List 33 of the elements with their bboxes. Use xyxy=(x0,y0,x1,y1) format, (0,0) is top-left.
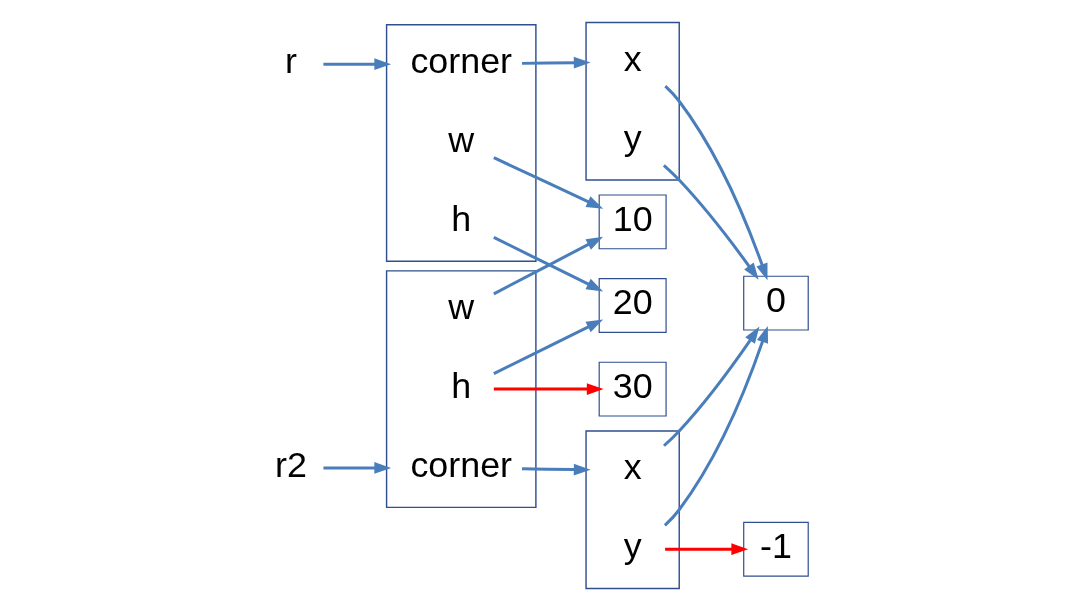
cluster xyxy=(385,270,537,509)
node-box: 20 xyxy=(598,278,667,333)
node-text: y xyxy=(623,117,642,158)
arrow xyxy=(663,325,768,527)
node-text: y xyxy=(623,526,642,567)
arrow xyxy=(493,383,604,395)
arrow xyxy=(664,543,748,556)
arrow xyxy=(322,462,391,474)
node-text: x xyxy=(623,447,642,488)
arrow xyxy=(322,58,391,71)
arrow xyxy=(662,326,759,447)
node-text: corner xyxy=(409,41,512,82)
node-box: 10 xyxy=(598,194,667,250)
node-box: 30 xyxy=(598,361,667,417)
node-text: r xyxy=(284,41,297,82)
node-text: h xyxy=(450,366,471,407)
node-text: r2 xyxy=(274,444,307,485)
arrow xyxy=(492,319,603,375)
node-text: h xyxy=(450,198,471,239)
arrow xyxy=(492,156,603,209)
node-text: corner xyxy=(409,444,512,485)
node-text: w xyxy=(447,287,474,328)
cluster xyxy=(584,21,680,181)
arrow xyxy=(521,463,591,476)
node-box: -1 xyxy=(742,521,809,577)
arrow xyxy=(662,164,759,280)
cluster xyxy=(584,430,680,590)
arrow xyxy=(663,85,767,281)
node-text: x xyxy=(623,38,642,79)
arrow xyxy=(521,56,591,69)
node-box: 0 xyxy=(742,275,809,331)
node-text: w xyxy=(447,120,474,161)
cluster xyxy=(385,24,537,263)
